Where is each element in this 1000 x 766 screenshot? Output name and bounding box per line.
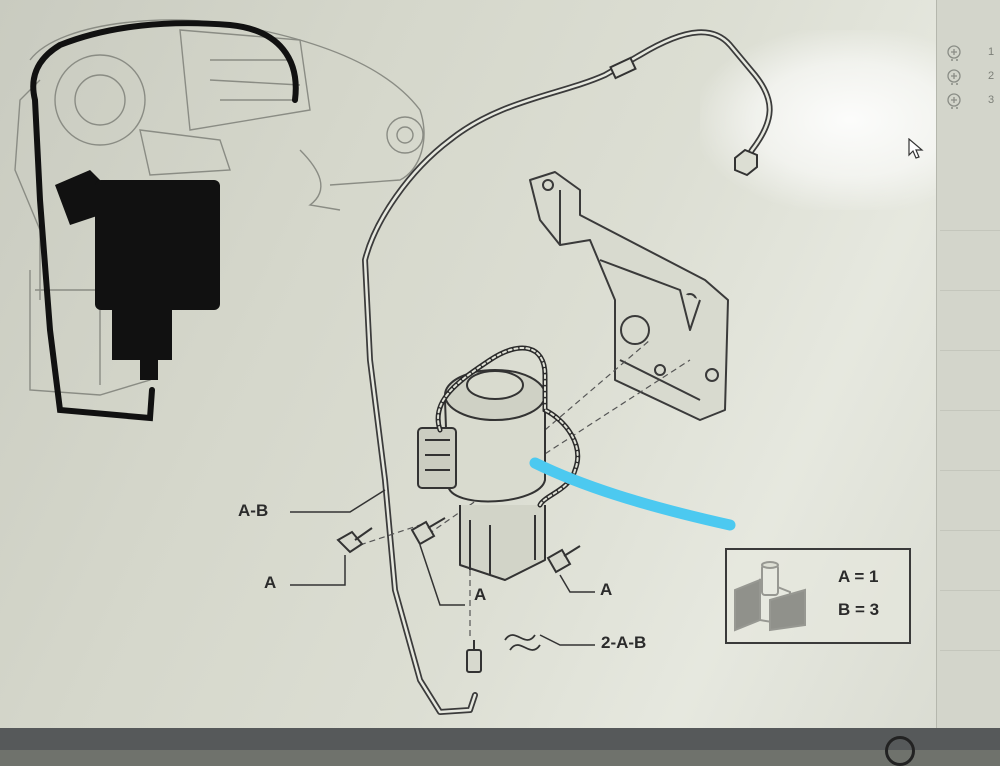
callout-a-left: A <box>264 573 277 592</box>
monitor-bezel <box>0 728 1000 750</box>
sidebar-divider <box>940 230 1000 231</box>
sidebar-item-3[interactable]: 3 <box>940 90 998 112</box>
pipe-fitting-nut <box>609 56 758 177</box>
parts-catalog-viewer: A-B A A A 2-A-B A = 1 B = 3 1 2 3 <box>0 0 1000 750</box>
mouse-cursor-icon <box>908 138 924 159</box>
leader-lines <box>290 489 595 646</box>
bolt-right[interactable] <box>546 545 581 574</box>
parts-sidebar <box>936 0 1000 750</box>
sidebar-divider <box>940 650 1000 651</box>
callout-2-a-b: 2-A-B <box>601 633 647 652</box>
sidebar-item-number: 2 <box>988 70 995 82</box>
quantity-legend <box>725 548 911 644</box>
bolt-left[interactable] <box>336 527 373 554</box>
exploded-parts-diagram[interactable] <box>0 0 940 730</box>
sidebar-divider <box>940 590 1000 591</box>
highlight-stroke <box>529 457 736 531</box>
sidebar-divider <box>940 290 1000 291</box>
cart-add-icon[interactable] <box>946 45 962 61</box>
sidebar-item-number: 3 <box>988 94 995 106</box>
callout-ab-top: A-B <box>238 501 269 520</box>
callout-a-center: A <box>474 585 487 604</box>
redacted-block <box>55 170 220 380</box>
zoom-control-icon[interactable] <box>885 736 915 766</box>
engine-hose <box>30 20 299 422</box>
callout-a-right: A <box>600 580 613 599</box>
legend-b-value: B = 3 <box>838 600 880 619</box>
sidebar-item-1[interactable]: 1 <box>940 42 998 64</box>
sidebar-divider <box>940 530 1000 531</box>
sidebar-divider <box>940 410 1000 411</box>
bolt-center[interactable] <box>410 517 446 546</box>
legend-a-value: A = 1 <box>838 567 879 586</box>
o-ring-symbol <box>504 634 541 651</box>
sidebar-divider <box>940 470 1000 471</box>
sidebar-item-2[interactable]: 2 <box>940 66 998 88</box>
engine-assembly-drawing <box>14 19 425 396</box>
mounting-bracket[interactable] <box>529 171 729 421</box>
cart-add-icon[interactable] <box>946 69 962 85</box>
cart-add-icon[interactable] <box>946 93 962 109</box>
sidebar-item-number: 1 <box>988 46 995 58</box>
sidebar-divider <box>940 350 1000 351</box>
pipe-end-fitting[interactable] <box>466 640 482 673</box>
pump-motor[interactable] <box>417 369 546 581</box>
